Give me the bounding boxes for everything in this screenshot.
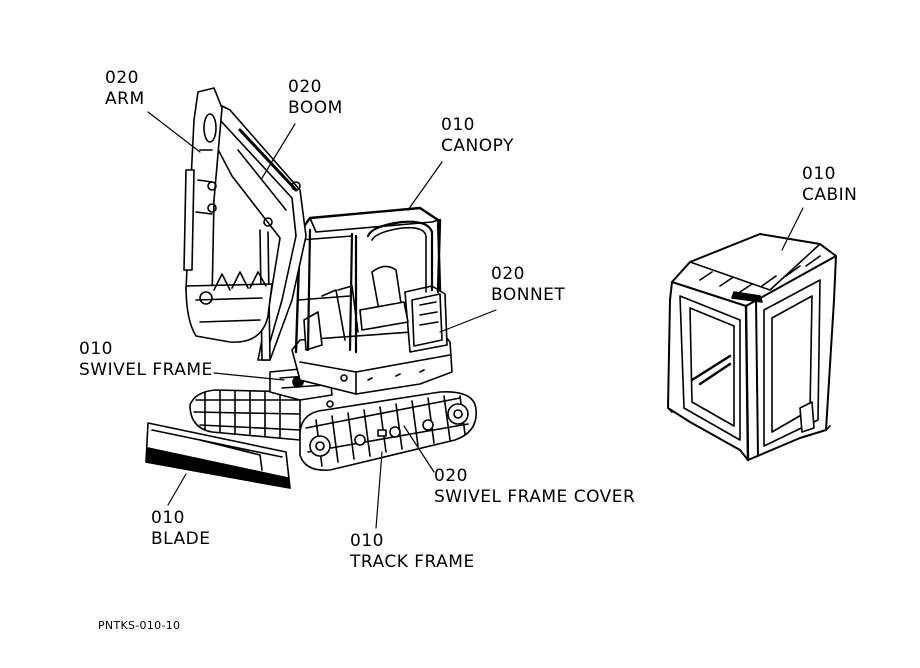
callout-boom: 020 BOOM [288,77,343,119]
callout-blade-number: 010 [151,508,185,528]
callout-cabin-label: CABIN [802,185,858,205]
callout-cabin: 010 CABIN [802,164,857,206]
callout-bonnet-number: 020 [491,264,525,284]
callout-track-frame-number: 010 [350,531,384,551]
cabin-illustration [667,233,837,462]
leader-bonnet [439,309,497,333]
leader-swivel-frame [213,372,285,381]
leader-lines [147,111,804,529]
bucket-part [185,271,273,343]
leader-track-frame [375,451,383,529]
callout-track-frame-label: TRACK FRAME [350,552,475,572]
rear-track-part [189,389,301,441]
callout-arm: 020 ARM [105,68,145,110]
canopy-part [294,206,442,354]
callout-swivel-frame-cover: 020 SWIVEL FRAME COVER [434,466,635,508]
callout-canopy: 010 CANOPY [441,115,514,157]
callout-bonnet: 020 BONNET [491,264,565,306]
callout-canopy-label: CANOPY [441,136,514,156]
callout-cabin-number: 010 [802,164,836,184]
excavator-illustration [145,87,477,489]
blade-part [145,422,291,489]
bonnet-part [404,285,448,353]
leader-canopy [407,161,443,211]
callout-boom-label: BOOM [288,98,343,118]
callout-boom-number: 020 [288,77,322,97]
callout-arm-label: ARM [105,89,145,109]
arm-part [183,87,223,311]
callout-blade: 010 BLADE [151,508,211,550]
callout-blade-label: BLADE [151,529,211,549]
leader-boom [261,123,296,179]
callout-canopy-number: 010 [441,115,475,135]
track-frame-part [299,391,477,472]
seat-part [303,265,409,351]
callout-track-frame: 010 TRACK FRAME [350,531,475,573]
leader-swivel-frame-cover [403,425,435,473]
callout-swivel-frame: 010 SWIVEL FRAME [79,339,213,381]
callout-swivel-frame-label: SWIVEL FRAME [79,360,213,380]
callout-swivel-frame-cover-number: 020 [434,466,468,486]
leader-arm [147,111,201,153]
leader-cabin [781,207,804,251]
leader-blade [167,473,187,506]
diagram-code: PNTKS-010-10 [98,619,181,632]
callout-swivel-frame-number: 010 [79,339,113,359]
callout-swivel-frame-cover-label: SWIVEL FRAME COVER [434,487,636,507]
callout-bonnet-label: BONNET [491,285,566,305]
callout-arm-number: 020 [105,68,139,88]
